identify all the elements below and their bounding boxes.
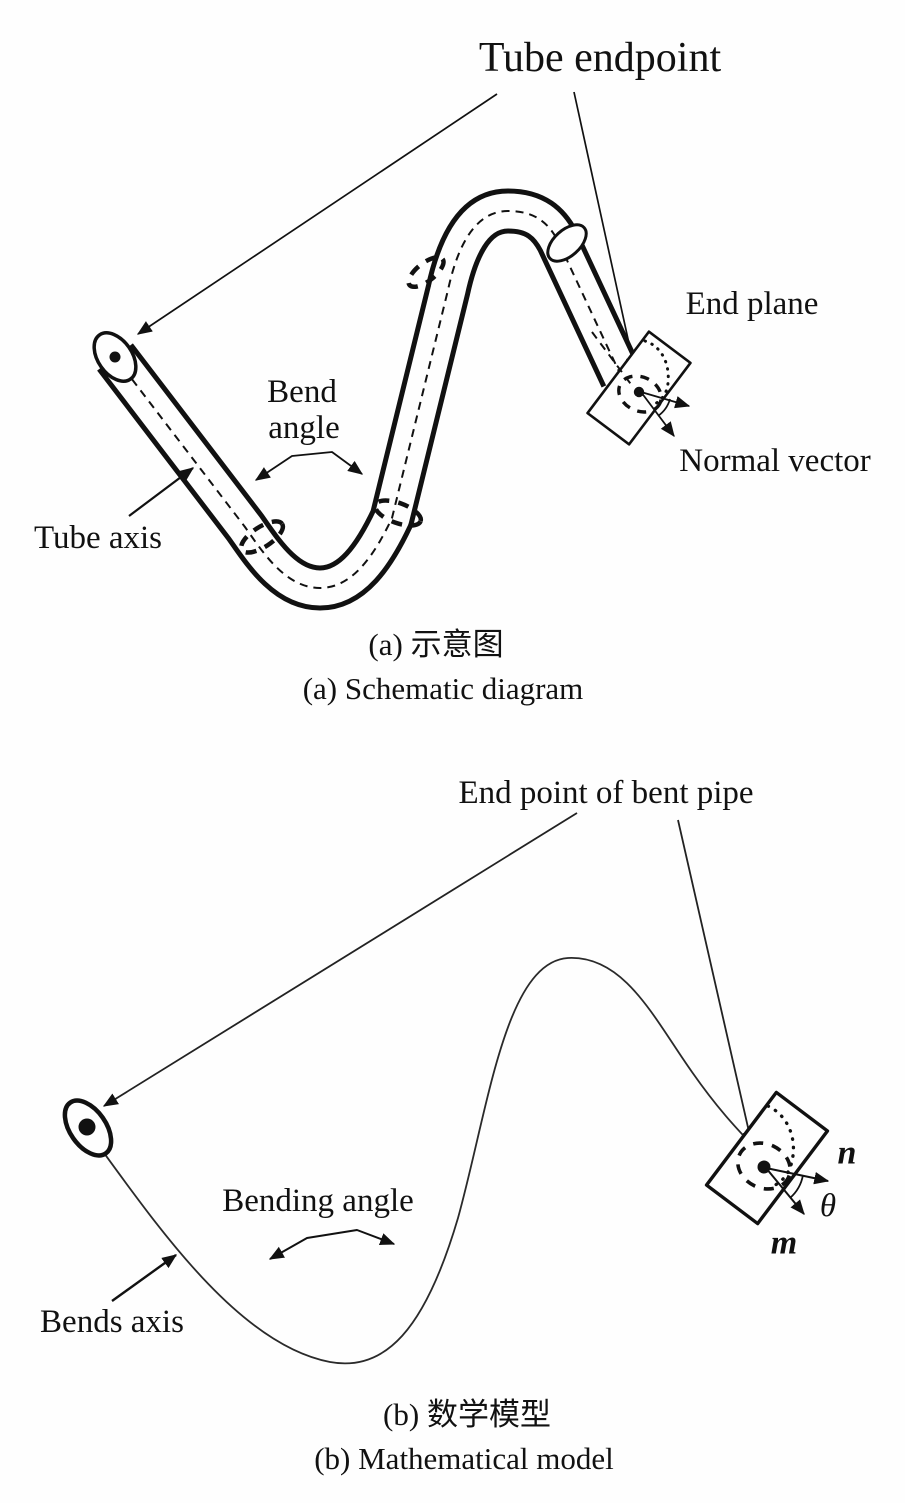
label-bending-angle: Bending angle	[222, 1182, 414, 1219]
tube-centerline	[114, 210, 623, 589]
caption-b-chinese: (b) 数学模型	[383, 1396, 551, 1432]
label-tube-endpoint: Tube endpoint	[478, 34, 722, 81]
cross-section-arc-2	[372, 498, 424, 528]
caption-a-english: (a) Schematic diagram	[302, 670, 584, 706]
label-bend: Bend	[267, 373, 337, 410]
rotation-dotted-spiral-a	[643, 339, 670, 407]
normal-vector-arrow	[640, 391, 675, 437]
m-vector-arrow	[765, 1167, 805, 1215]
label-bends-axis: Bends axis	[40, 1303, 184, 1340]
tube-end-dot	[633, 386, 645, 398]
leader-line-end-b	[677, 819, 756, 1147]
rotation-dotted-spiral-b	[766, 1104, 796, 1189]
leader-line-end-endpoint	[573, 91, 639, 373]
bend-angle-arrow	[254, 451, 364, 481]
figure-a-drawing	[92, 91, 692, 611]
tube-cross-section-ellipse	[546, 223, 588, 263]
caption-a-chinese: (a) 示意图	[368, 626, 504, 662]
tube-start-dot	[109, 351, 121, 363]
angle-arc-a	[657, 398, 671, 417]
rotation-dashed-circle-b	[736, 1141, 792, 1191]
in-plane-vector-arrow	[640, 391, 691, 409]
label-vector-n: n	[837, 1134, 857, 1172]
label-end-plane: End plane	[685, 285, 819, 322]
n-vector-arrow	[765, 1167, 830, 1185]
cross-section-arc-3	[406, 255, 446, 289]
label-vector-m: m	[770, 1224, 798, 1262]
cross-section-arc-1	[238, 519, 286, 555]
label-normal-vector: Normal vector	[679, 442, 871, 479]
figure-b-drawing	[62, 812, 830, 1365]
model-start-dot	[78, 1118, 96, 1136]
leader-line-start-endpoint	[136, 93, 498, 335]
caption-b-english: (b) Mathematical model	[314, 1440, 614, 1476]
label-tube-axis: Tube axis	[33, 519, 163, 556]
label-end-point-of-bent-pipe: End point of bent pipe	[458, 774, 754, 811]
tube-axis-arrow	[128, 467, 194, 517]
label-angle-theta: θ	[819, 1187, 837, 1224]
model-axis-curve	[95, 957, 758, 1365]
label-angle: angle	[268, 409, 340, 446]
end-plane-rect-b	[704, 1090, 830, 1226]
angle-arc-b	[789, 1174, 804, 1199]
leader-line-start-b	[102, 812, 578, 1107]
bending-angle-arrow	[268, 1229, 396, 1260]
bends-axis-arrow	[111, 1254, 178, 1302]
rotation-dashed-circle-a	[617, 374, 663, 414]
